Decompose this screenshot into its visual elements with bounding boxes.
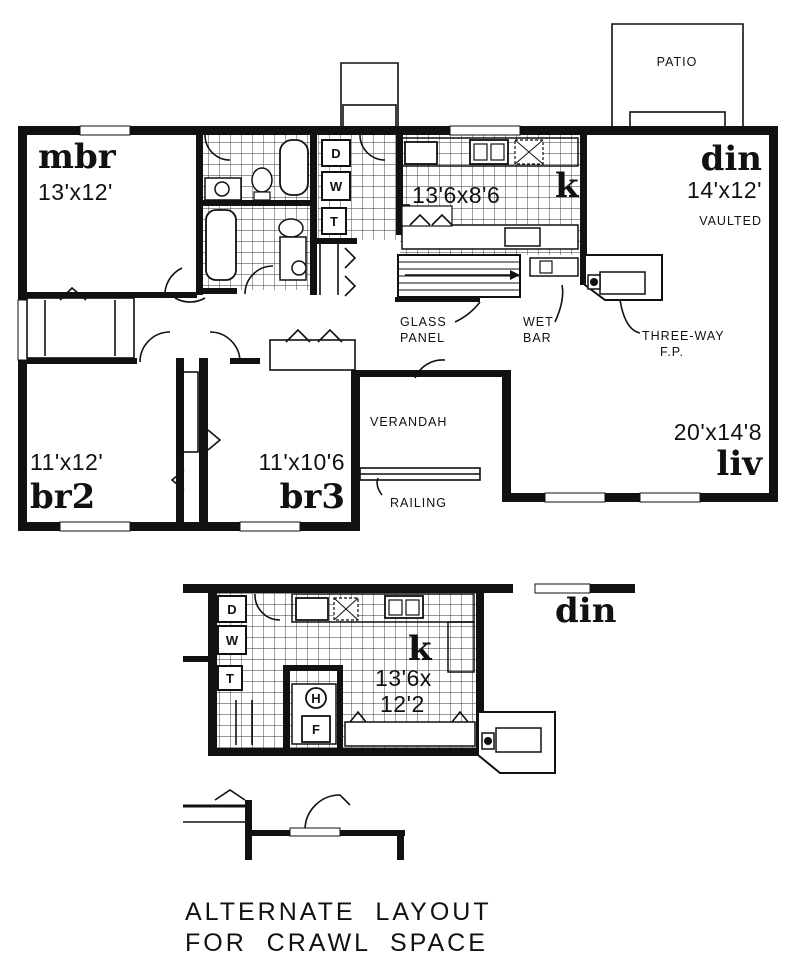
living-dims: 20'x14'8: [674, 419, 762, 445]
stairs: [395, 254, 521, 302]
wet-bar-label-line2: BAR: [523, 331, 552, 345]
bathroom-fixtures: [204, 139, 309, 281]
glass-panel-label-line1: GLASS: [400, 315, 447, 329]
wall: [208, 748, 483, 756]
wall: [351, 370, 360, 531]
wall: [27, 292, 197, 298]
kitchen-dims: 13'6x8'6: [412, 182, 500, 208]
heater-label: H: [311, 691, 320, 706]
wall: [337, 665, 343, 750]
wall: [199, 358, 208, 528]
door-swings: [139, 134, 446, 379]
wall: [588, 126, 778, 135]
br3-name: br3: [280, 477, 345, 517]
wall: [310, 135, 317, 295]
furnace-label: F: [312, 722, 320, 737]
alt-kitchen-dims-line2: 12'2: [380, 691, 425, 717]
wall: [317, 238, 357, 244]
wall: [396, 135, 403, 235]
wall: [18, 522, 360, 531]
verandah-label: VERANDAH: [370, 415, 447, 429]
wall: [283, 665, 290, 750]
leader-lines: [376, 284, 641, 496]
alt-dining-name: din: [555, 591, 616, 631]
alternate-floor-plan: D W T H F: [183, 583, 635, 774]
dining-dims: 14'x12': [687, 177, 762, 203]
caption-line2: FOR CRAWL SPACE: [185, 929, 488, 957]
wall: [176, 358, 184, 528]
laundry-appliances: D W T: [319, 139, 357, 297]
mbr-name: mbr: [38, 137, 117, 177]
wall: [230, 358, 260, 364]
patio-door: [629, 111, 726, 129]
windows: [17, 125, 701, 532]
patio-label: PATIO: [657, 55, 698, 69]
wall: [590, 584, 635, 593]
wall: [283, 665, 343, 671]
wall: [200, 200, 312, 206]
railing-label: RAILING: [390, 496, 447, 510]
br3-dims: 11'x10'6: [258, 449, 345, 475]
kitchen-fixtures: [401, 137, 579, 250]
dryer-label: D: [331, 146, 340, 161]
rear-porch-outline: [340, 62, 399, 128]
tub-label: T: [330, 214, 338, 229]
br2-dims: 11'x12': [30, 449, 103, 475]
wall: [476, 584, 484, 749]
alt-tub-label: T: [226, 671, 234, 686]
fireplace-label-line1: THREE-WAY: [642, 329, 725, 343]
fireplace-label-line2: F.P.: [660, 345, 684, 359]
window: [534, 583, 591, 594]
partial-wall-detail: [183, 789, 405, 860]
glass-panel-label-line2: PANEL: [400, 331, 445, 345]
patio-outline: [611, 23, 744, 128]
living-name: liv: [716, 444, 763, 484]
wall: [196, 135, 203, 295]
mbr-dims: 13'x12': [38, 179, 113, 205]
wall: [200, 288, 237, 294]
caption-line1: ALTERNATE LAYOUT: [185, 898, 492, 926]
wet-bar: [529, 257, 579, 277]
dining-name: din: [701, 139, 762, 179]
wet-bar-label-line1: WET: [523, 315, 554, 329]
br3-closet: [269, 339, 356, 371]
main-floor-plan: D W T: [17, 23, 778, 532]
washer-label: W: [330, 179, 343, 194]
rear-porch-step: [342, 104, 397, 129]
hall-closet: [181, 371, 199, 453]
dining-vaulted-note: VAULTED: [699, 214, 762, 228]
alt-kitchen-name: k: [408, 629, 433, 669]
kitchen-name: k: [555, 166, 580, 206]
wall: [502, 370, 511, 502]
wall: [148, 126, 588, 135]
wall: [769, 126, 778, 502]
wall: [580, 135, 587, 285]
wall: [183, 584, 513, 593]
wall: [183, 656, 208, 662]
br2-name: br2: [30, 477, 95, 517]
wall: [27, 358, 137, 364]
alt-dryer-label: D: [227, 602, 236, 617]
alt-kitchen-dims-line1: 13'6x: [375, 665, 432, 691]
mbr-closet: [26, 297, 135, 359]
wall: [208, 584, 217, 754]
wall: [351, 370, 511, 377]
three-way-fireplace: [584, 254, 663, 301]
alt-washer-label: W: [226, 633, 239, 648]
